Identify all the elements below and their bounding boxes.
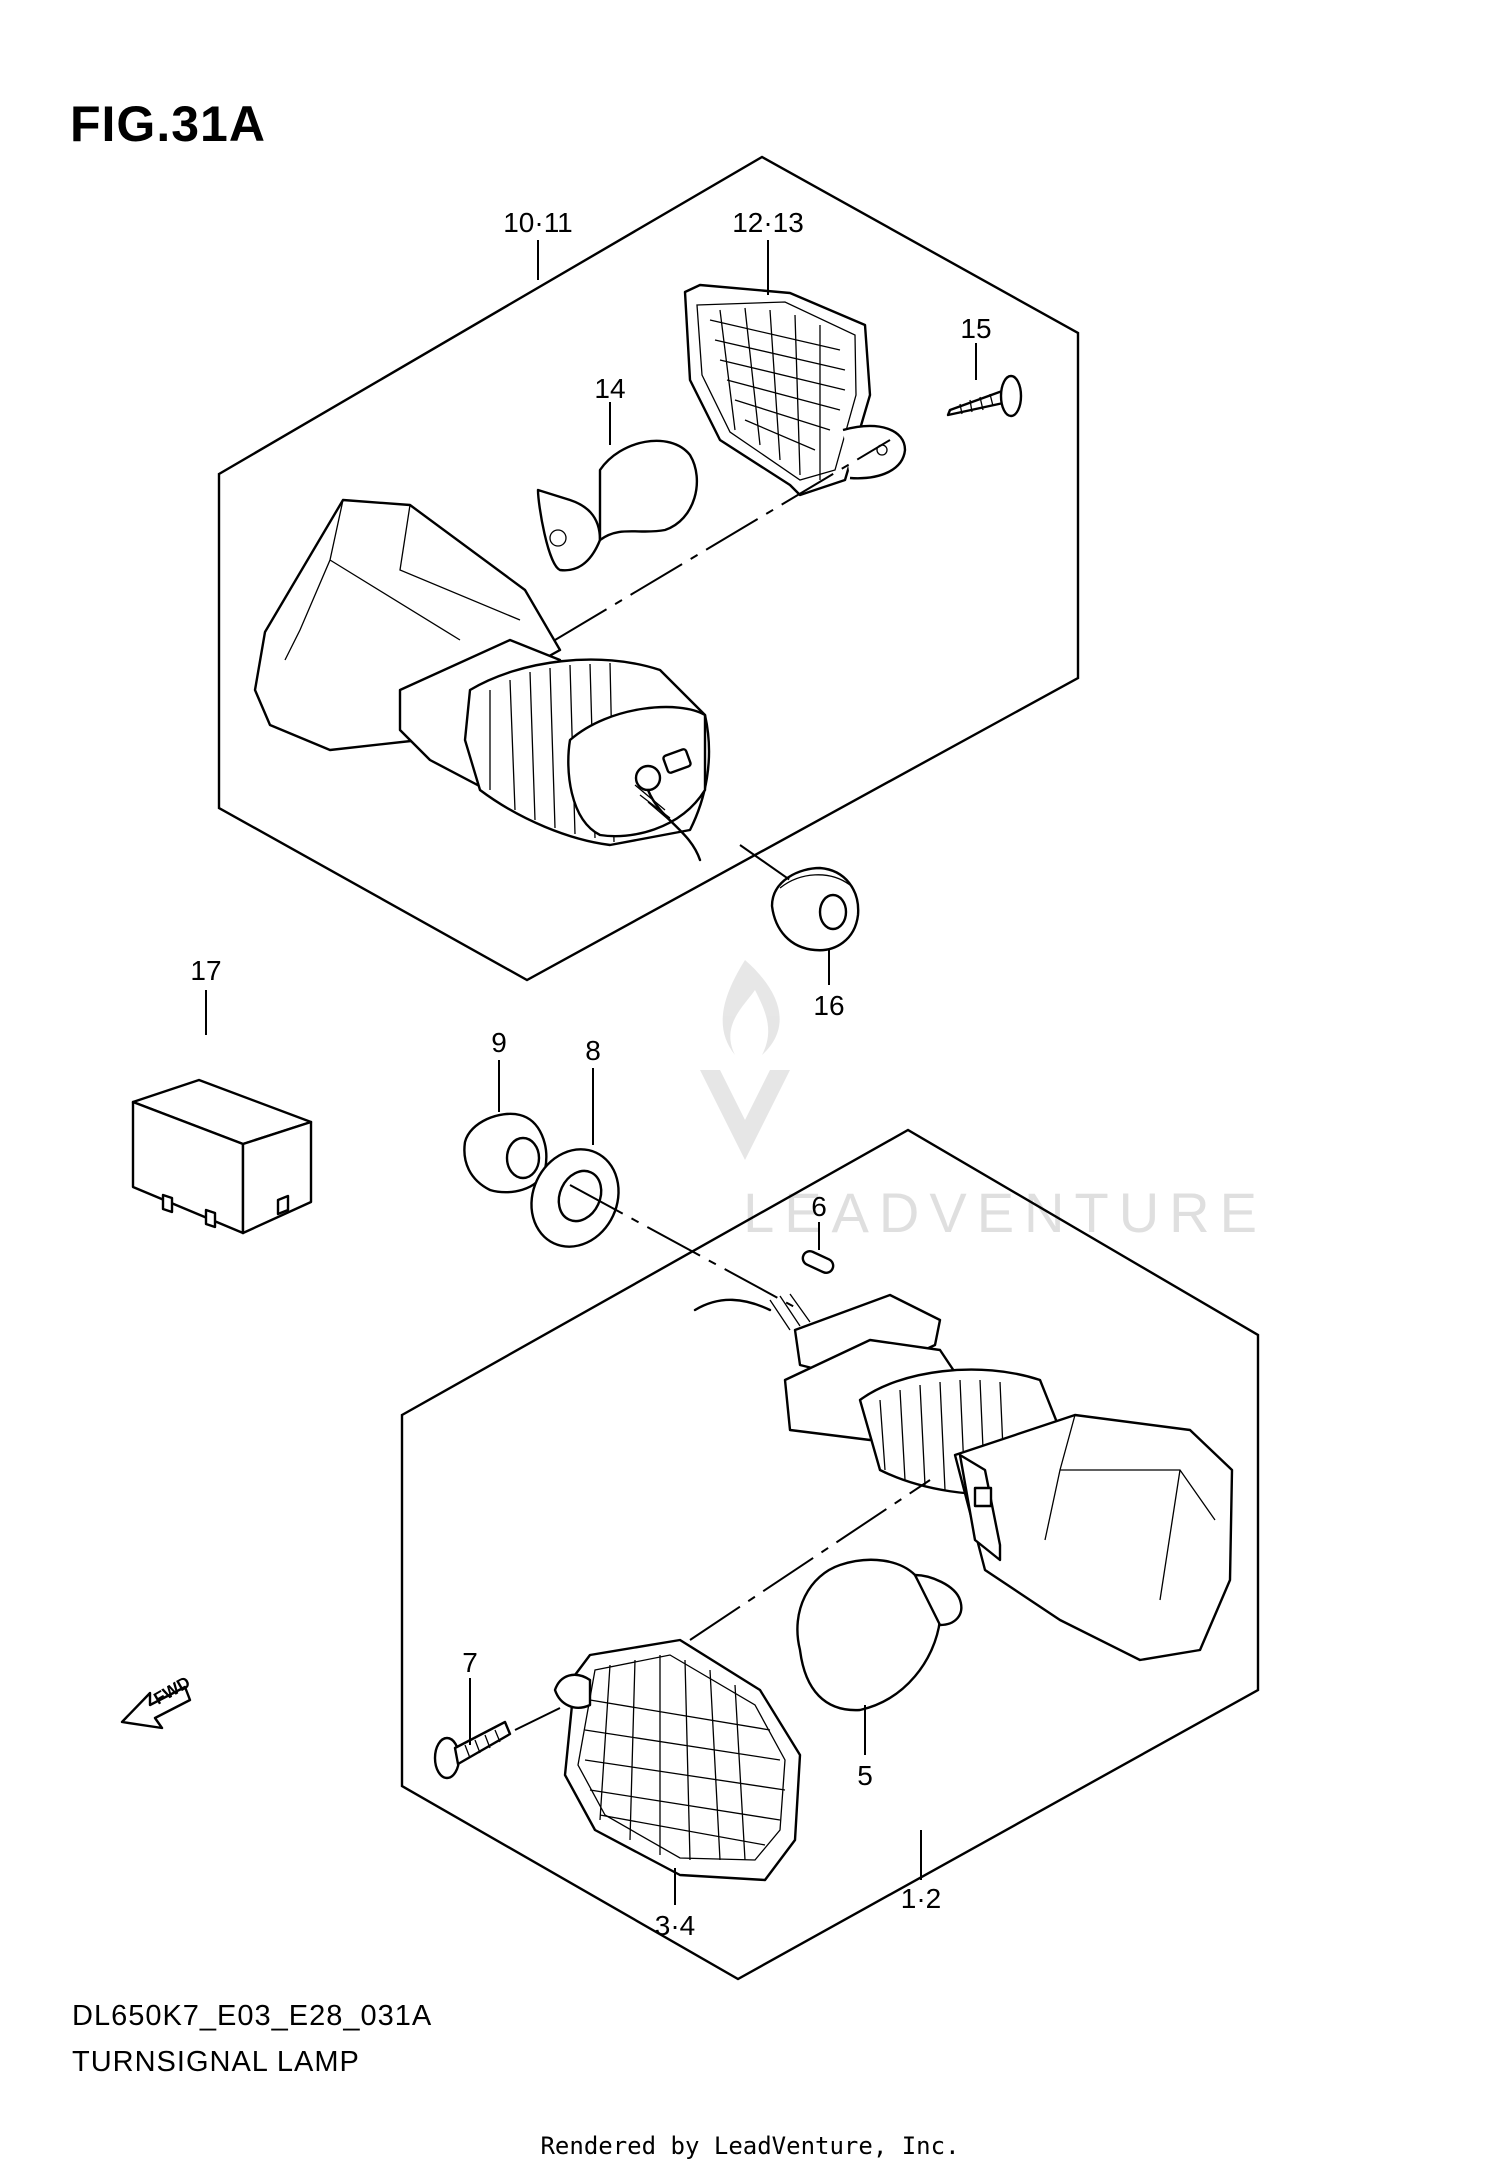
flame-logo-icon [722,960,780,1055]
align-line-lower-1 [569,1184,801,1311]
nut-9 [463,1112,548,1194]
callout-12-13: 12·13 [732,207,804,238]
callout-1-2: 1·2 [901,1883,941,1914]
lower-lamp-housing [693,1293,1234,1662]
callout-10-11: 10·11 [503,207,573,238]
callout-5: 5 [857,1760,873,1791]
bulb-14 [536,439,698,572]
callout-leaders [205,240,977,1905]
screw-15 [946,374,1023,418]
diagram-code: DL650K7_E03_E28_031A [72,2000,433,2032]
v-logo-icon [700,1070,790,1160]
callout-17: 17 [190,955,221,986]
align-line-lower-2 [689,1479,931,1641]
pin-6 [801,1249,835,1275]
upper-lamp-housing [253,498,711,862]
lower-assembly-box [400,1128,1260,1981]
grommet-16 [770,866,860,952]
upper-assembly-box [217,155,1080,982]
lower-assembly [400,1128,1260,1981]
align-line-upper-1 [554,439,891,641]
lens-3-4 [553,1638,802,1882]
callout-7: 7 [462,1647,478,1678]
diagram-name: TURNSIGNAL LAMP [72,2046,360,2078]
callout-6: 6 [811,1191,827,1222]
figure-title: FIG.31A [70,96,266,152]
washer-8 [530,1148,620,1248]
screw-7 [433,1720,512,1780]
lens-12-13 [683,283,907,497]
callout-14: 14 [594,373,625,404]
relay-17 [131,1078,313,1235]
watermark: LEADVENTURE [700,960,1267,1244]
callout-3-4: 3·4 [655,1910,695,1941]
callout-9: 9 [491,1027,507,1058]
callout-labels: 10·11 12·13 15 14 16 17 9 8 6 7 5 3·4 1·… [190,207,991,1941]
align-line-upper-2 [739,844,791,881]
watermark-text: LEADVENTURE [743,1181,1267,1244]
callout-16: 16 [813,990,844,1021]
align-line-lower-3 [514,1707,561,1731]
callout-8: 8 [585,1035,601,1066]
callout-15: 15 [960,313,991,344]
fwd-arrow-icon: FWD [120,1673,194,1730]
bulb-5 [796,1558,963,1712]
upper-assembly [217,155,1080,982]
footer-credit: Rendered by LeadVenture, Inc. [540,2132,960,2160]
